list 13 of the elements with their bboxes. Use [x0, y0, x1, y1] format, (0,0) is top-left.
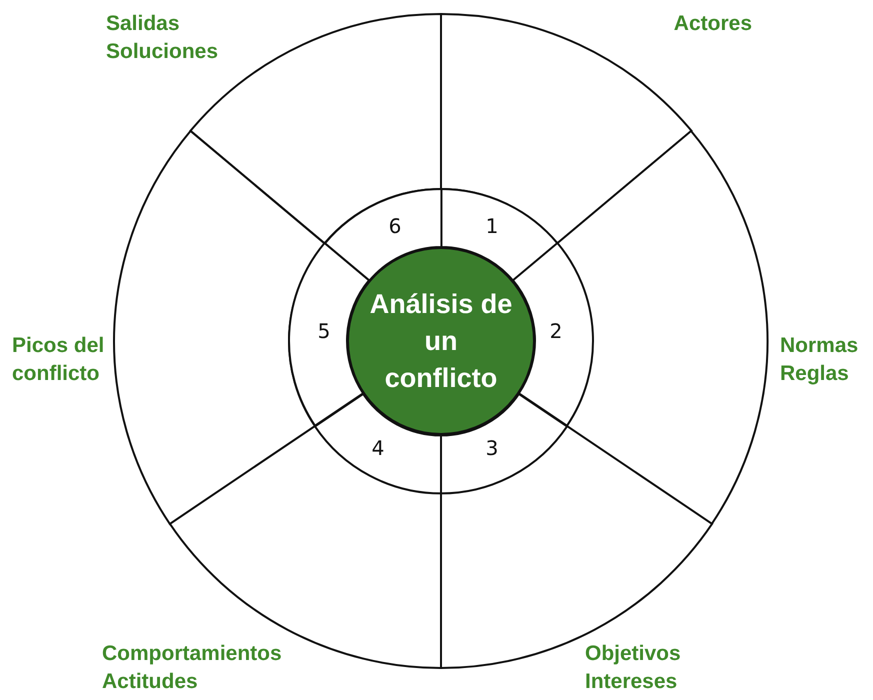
segment-heading: Salidas Soluciones [106, 11, 220, 65]
segment-heading: Picos del conflicto [12, 332, 106, 387]
segment-heading: Actores [672, 11, 752, 37]
segment-number: 3 [484, 436, 500, 460]
center-title: Análisis de un conflicto [368, 288, 514, 394]
segment-heading: Objetivos Intereses [585, 640, 682, 695]
segment-number: 4 [370, 436, 386, 460]
segment-heading: Normas Reglas [780, 332, 860, 387]
segment-number: 2 [548, 318, 564, 343]
segment-heading: Comportamientos Actitudes [102, 640, 283, 695]
segment-number: 5 [316, 318, 332, 343]
segment-number: 1 [484, 214, 500, 238]
segment-number: 6 [388, 214, 402, 238]
